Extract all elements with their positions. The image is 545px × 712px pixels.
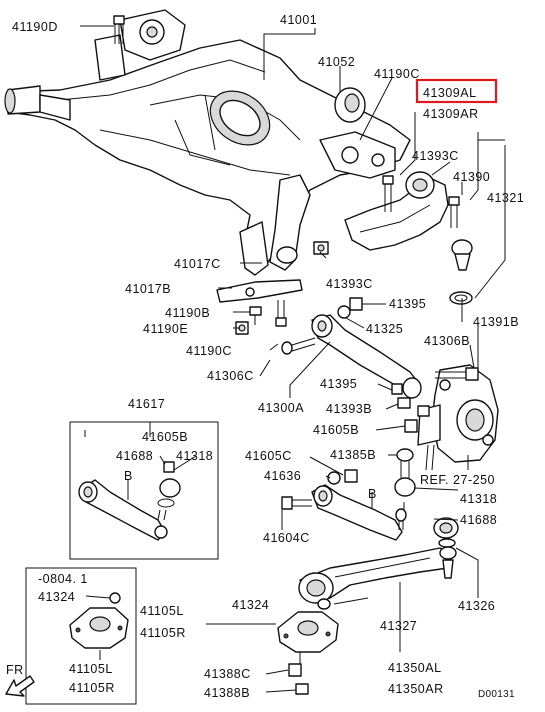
washer-41324-center xyxy=(317,598,331,610)
label-41393C-lower: 41393C xyxy=(326,277,373,291)
label-41388B: 41388B xyxy=(204,686,250,700)
label-41605B-inset: 41605B xyxy=(142,430,188,444)
label-41393B: 41393B xyxy=(326,402,372,416)
inset-box-0804 xyxy=(25,567,137,705)
label-41617: 41617 xyxy=(128,397,165,411)
mount-41105-center xyxy=(277,611,339,653)
nut-41605B xyxy=(404,419,418,433)
inset-box-41617 xyxy=(69,421,219,560)
bolt-41190C xyxy=(275,300,287,327)
subframe-crossmember xyxy=(4,9,411,271)
nut-41395-upper xyxy=(337,297,363,319)
label-41190D: 41190D xyxy=(12,20,58,34)
label-41306C: 41306C xyxy=(207,369,254,383)
label-41309AR: 41309AR xyxy=(423,107,479,121)
bolt-41306C xyxy=(281,337,316,355)
nut-41605C xyxy=(344,469,358,483)
label-41318-inset: 41318 xyxy=(176,449,213,463)
label-41636: 41636 xyxy=(264,469,301,483)
label-B-right: B xyxy=(368,487,377,501)
nut-41393C-lower xyxy=(313,241,329,255)
bolt-41306B xyxy=(435,367,479,381)
label-41105L-center: 41105L xyxy=(140,604,184,618)
bushing-41318-right xyxy=(394,448,416,497)
label-41604C: 41604C xyxy=(263,531,310,545)
label-41190C: 41190C xyxy=(374,67,420,81)
highlight-box xyxy=(415,78,498,104)
bolt-41388-center xyxy=(288,652,309,695)
label-41105L-inset: 41105L xyxy=(69,662,113,676)
label-41300A: 41300A xyxy=(258,401,304,415)
nut-41393B xyxy=(417,405,430,417)
ball-joint-41321 xyxy=(449,239,473,305)
washer-41636 xyxy=(327,471,341,485)
label-ref-27-250: REF. 27-250 xyxy=(420,473,495,487)
label-41350AL: 41350AL xyxy=(388,661,442,675)
label-41391B: 41391B xyxy=(473,315,519,329)
label-D00131: D00131 xyxy=(478,689,515,700)
label-41688-inset: 41688 xyxy=(116,449,153,463)
label-41052: 41052 xyxy=(318,55,355,69)
label-41001: 41001 xyxy=(280,13,317,27)
stud-41318-right xyxy=(395,508,407,530)
label-41325: 41325 xyxy=(366,322,403,336)
bolt-41393C-upper xyxy=(382,175,460,228)
label-41605C: 41605C xyxy=(245,449,292,463)
label-41105R-inset: 41105R xyxy=(69,681,115,695)
label-0804-1: -0804. 1 xyxy=(38,572,88,586)
label-B-inset: B xyxy=(124,469,133,483)
label-41017C: 41017C xyxy=(174,257,221,271)
label-41306B: 41306B xyxy=(424,334,470,348)
front-arrow-icon xyxy=(5,675,35,697)
bolt-41190B xyxy=(249,306,262,325)
knuckle-ref-27-250 xyxy=(417,364,499,471)
label-41350AR: 41350AR xyxy=(388,682,444,696)
label-41190C-lower: 41190C xyxy=(186,344,232,358)
toe-arm-right xyxy=(311,484,403,541)
label-41605B: 41605B xyxy=(313,423,359,437)
bushing-41688-right xyxy=(433,517,459,548)
label-41688-right: 41688 xyxy=(460,513,497,527)
label-41388C: 41388C xyxy=(204,667,251,681)
label-41324-center: 41324 xyxy=(232,598,269,612)
part-labels: 41190D 41001 41052 41190C 41309AL 41309A… xyxy=(6,13,524,700)
nut-41190E xyxy=(235,321,249,335)
label-41318-right: 41318 xyxy=(460,492,497,506)
label-41321: 41321 xyxy=(487,191,524,205)
ball-joint-41326 xyxy=(439,546,457,579)
label-41390: 41390 xyxy=(453,170,490,184)
bushing-41052 xyxy=(334,87,366,123)
label-41395-upper: 41395 xyxy=(389,297,426,311)
label-41326: 41326 xyxy=(458,599,495,613)
label-41395-lower: 41395 xyxy=(320,377,357,391)
nut-41395-lower xyxy=(391,383,411,409)
label-41190B: 41190B xyxy=(165,306,210,320)
leader-lines xyxy=(80,25,506,693)
lower-link-41350 xyxy=(298,547,453,604)
label-41324-inset: 41324 xyxy=(38,590,75,604)
bolt-41190D xyxy=(113,15,125,44)
label-41309AL: 41309AL xyxy=(423,86,477,100)
label-41385B: 41385B xyxy=(330,448,376,462)
label-41327: 41327 xyxy=(380,619,417,633)
bracket-41017 xyxy=(216,221,303,303)
label-FR: FR xyxy=(6,663,24,677)
label-41105R-center: 41105R xyxy=(140,626,186,640)
label-41190E: 41190E xyxy=(143,322,188,336)
label-41017B: 41017B xyxy=(125,282,171,296)
bolt-41604C xyxy=(281,496,312,510)
label-41393C-upper: 41393C xyxy=(412,149,459,163)
upper-control-arm-41390 xyxy=(344,171,449,251)
